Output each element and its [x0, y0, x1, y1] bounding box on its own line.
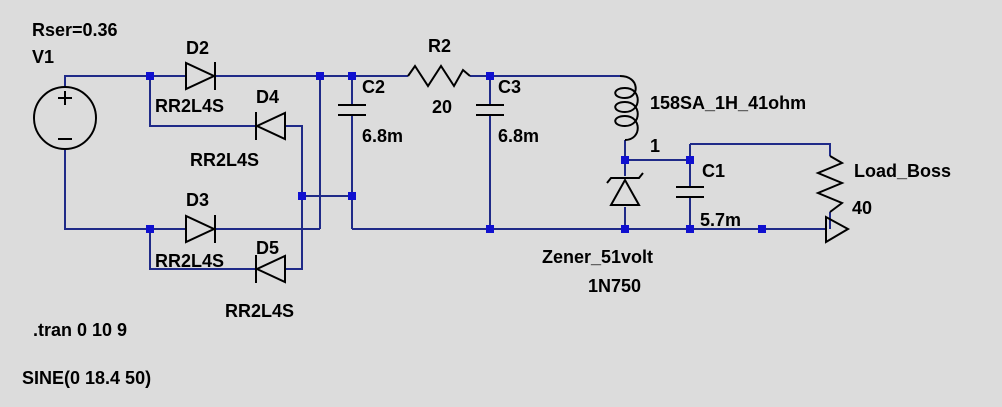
diode-d3[interactable]: [185, 214, 217, 244]
node-dot[interactable]: [146, 72, 154, 80]
node-dot[interactable]: [486, 225, 494, 233]
wire-d4-right[interactable]: [285, 125, 303, 196]
node-dot[interactable]: [686, 225, 694, 233]
c1-name-label: C1: [702, 161, 725, 181]
ground-flag[interactable]: [825, 215, 851, 244]
wire-d4-left[interactable]: [149, 76, 255, 127]
wire-v1-top[interactable]: [64, 75, 150, 87]
node-dot[interactable]: [348, 72, 356, 80]
zener-model-label: 1N750: [588, 276, 641, 296]
capacitor-c3[interactable]: [476, 104, 504, 116]
inductor-model-label: 158SA_1H_41ohm: [650, 93, 806, 113]
node-dot[interactable]: [316, 72, 324, 80]
capacitor-c2[interactable]: [338, 104, 366, 116]
labels: Rser=0.36 V1 D2 RR2L4S D4 RR2L4S D3 RR2L…: [22, 20, 951, 388]
c3-name-label: C3: [498, 77, 521, 97]
d5-name-label: D5: [256, 238, 279, 258]
d4-name-label: D4: [256, 87, 279, 107]
zener-name-label: Zener_51volt: [542, 247, 653, 267]
r2-name-label: R2: [428, 36, 451, 56]
load-value-label: 40: [852, 198, 872, 218]
wire-v1-bottom[interactable]: [64, 150, 150, 230]
node-dot[interactable]: [621, 225, 629, 233]
wire-d5-left[interactable]: [149, 229, 255, 270]
wire-load-top[interactable]: [690, 143, 831, 156]
capacitor-c1[interactable]: [676, 186, 704, 198]
d4-model-label: RR2L4S: [190, 150, 259, 170]
wire-d5-right[interactable]: [285, 196, 303, 270]
c1-value-label: 5.7m: [700, 210, 741, 230]
node-dot[interactable]: [146, 225, 154, 233]
r2-value-label: 20: [432, 97, 452, 117]
d3-name-label: D3: [186, 190, 209, 210]
source-directive[interactable]: SINE(0 18.4 50): [22, 368, 151, 388]
inductor-value-label: 1: [650, 136, 660, 156]
tran-directive[interactable]: .tran 0 10 9: [33, 320, 127, 340]
d2-model-label: RR2L4S: [155, 96, 224, 116]
voltage-source-v1[interactable]: [33, 86, 97, 150]
node-dot[interactable]: [758, 225, 766, 233]
d3-model-label: RR2L4S: [155, 251, 224, 271]
resistor-r2[interactable]: [407, 64, 471, 88]
load-name-label: Load_Boss: [854, 161, 951, 181]
diode-d2[interactable]: [185, 61, 217, 91]
node-dot[interactable]: [486, 72, 494, 80]
c2-name-label: C2: [362, 77, 385, 97]
c2-value-label: 6.8m: [362, 126, 403, 146]
node-dot[interactable]: [348, 192, 356, 200]
resistor-load-boss[interactable]: [815, 155, 845, 213]
node-dot[interactable]: [686, 156, 694, 164]
d5-model-label: RR2L4S: [225, 301, 294, 321]
v1-name-label: V1: [32, 47, 54, 67]
zener-diode[interactable]: [606, 172, 644, 206]
node-dot[interactable]: [621, 156, 629, 164]
diode-d4[interactable]: [254, 111, 286, 141]
d2-name-label: D2: [186, 38, 209, 58]
node-dot[interactable]: [298, 192, 306, 200]
diode-d5[interactable]: [254, 254, 286, 284]
v1-rser-label: Rser=0.36: [32, 20, 118, 40]
junction-nodes: [146, 72, 766, 233]
c3-value-label: 6.8m: [498, 126, 539, 146]
inductor-l1[interactable]: [614, 75, 639, 141]
